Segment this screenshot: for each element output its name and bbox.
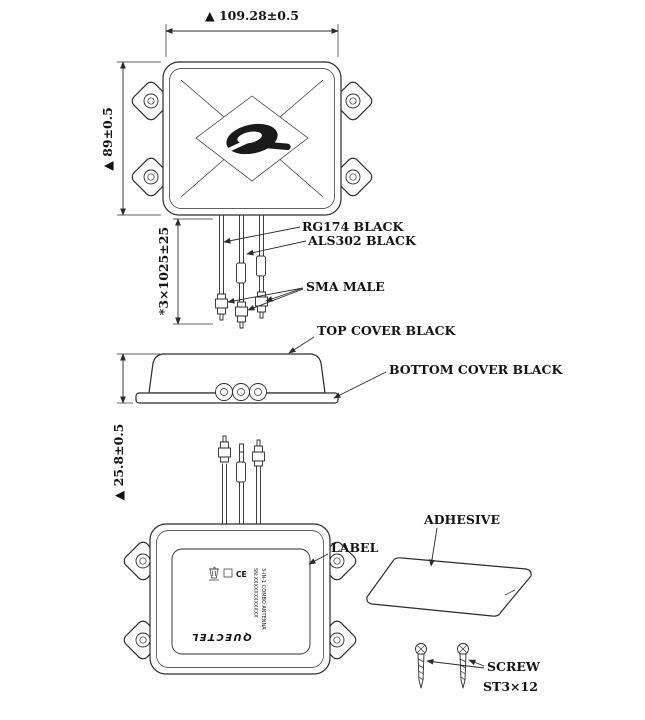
screw-label: SCREW <box>487 659 541 674</box>
dim-width-text: ▲ 109.28±0.5 <box>205 8 299 23</box>
sma-male-label: SMA MALE <box>306 279 385 294</box>
cover-callouts: TOP COVER BLACK BOTTOM COVER BLACK <box>288 323 564 399</box>
ferrite-bead-b <box>236 262 246 284</box>
label-callout: LABEL <box>308 540 379 565</box>
ear-screw-holes-top <box>143 93 361 185</box>
side-view <box>135 353 339 404</box>
screw-spec-label: ST3×12 <box>483 679 538 694</box>
bottom-body-inner-line <box>156 530 324 668</box>
als302-label: ALS302 BLACK <box>307 233 417 248</box>
adhesive-label: ADHESIVE <box>423 512 500 527</box>
top-view <box>131 61 373 216</box>
bottom-view: CE SN:XXXXXXXXXXXX 3-IN-1 COMBO ANTENNA … <box>123 435 357 675</box>
top-facet-lines <box>180 79 324 198</box>
bottom-cover-label: BOTTOM COVER BLACK <box>389 362 564 377</box>
dim-height-text: ▲ 89±0.5 <box>100 107 115 171</box>
screw-right <box>457 643 469 689</box>
dim-side-height-text: ▲ 25.8±0.5 <box>111 424 126 501</box>
bottom-view-cables <box>218 435 265 525</box>
rg174-label: RG174 BLACK <box>302 219 405 234</box>
dim-cable-length-text: *3×1025±25 <box>156 227 171 315</box>
adhesive-notch <box>504 589 516 596</box>
sma-connector-a <box>215 293 228 321</box>
quectel-logo-icon <box>225 123 291 155</box>
sma-connector-b <box>235 301 248 329</box>
ce-mark-icon: CE <box>236 570 247 579</box>
ear-screw-holes-bottom <box>135 553 345 648</box>
sma-connector-up-left <box>218 435 231 463</box>
label-cert-icons: CE <box>209 566 247 581</box>
side-view-connectors <box>215 383 267 401</box>
cable-length-dimension: *3×1025±25 <box>156 218 213 325</box>
label-label: LABEL <box>331 540 379 555</box>
ferrite-bead-c <box>256 255 266 277</box>
label-brand-text: QUECTEL <box>190 631 251 642</box>
ferrite-bead-up <box>236 461 246 483</box>
sma-connector-up-right <box>252 439 265 467</box>
cable-callouts: RG174 BLACK ALS302 BLACK SMA MALE <box>223 219 417 311</box>
side-height-dimension: ▲ 25.8±0.5 <box>111 353 160 501</box>
weee-bin-icon <box>209 566 219 581</box>
screw-left <box>415 643 427 689</box>
width-dimension: ▲ 109.28±0.5 <box>165 8 339 57</box>
cert-box-icon <box>223 568 233 578</box>
antenna-body-inner-line <box>169 68 335 209</box>
adhesive-pad: ADHESIVE <box>366 512 532 617</box>
height-dimension: ▲ 89±0.5 <box>100 61 161 216</box>
label-info-line-2: 3-IN-1 COMBO ANTENNA <box>260 568 266 630</box>
label-info-line-1: SN:XXXXXXXXXXXX <box>252 568 258 618</box>
top-cover-outline <box>148 353 326 394</box>
cable-bundle <box>215 214 268 329</box>
screws: SCREW ST3×12 <box>415 643 541 694</box>
top-cover-label: TOP COVER BLACK <box>317 323 457 338</box>
product-label-area <box>171 548 311 655</box>
